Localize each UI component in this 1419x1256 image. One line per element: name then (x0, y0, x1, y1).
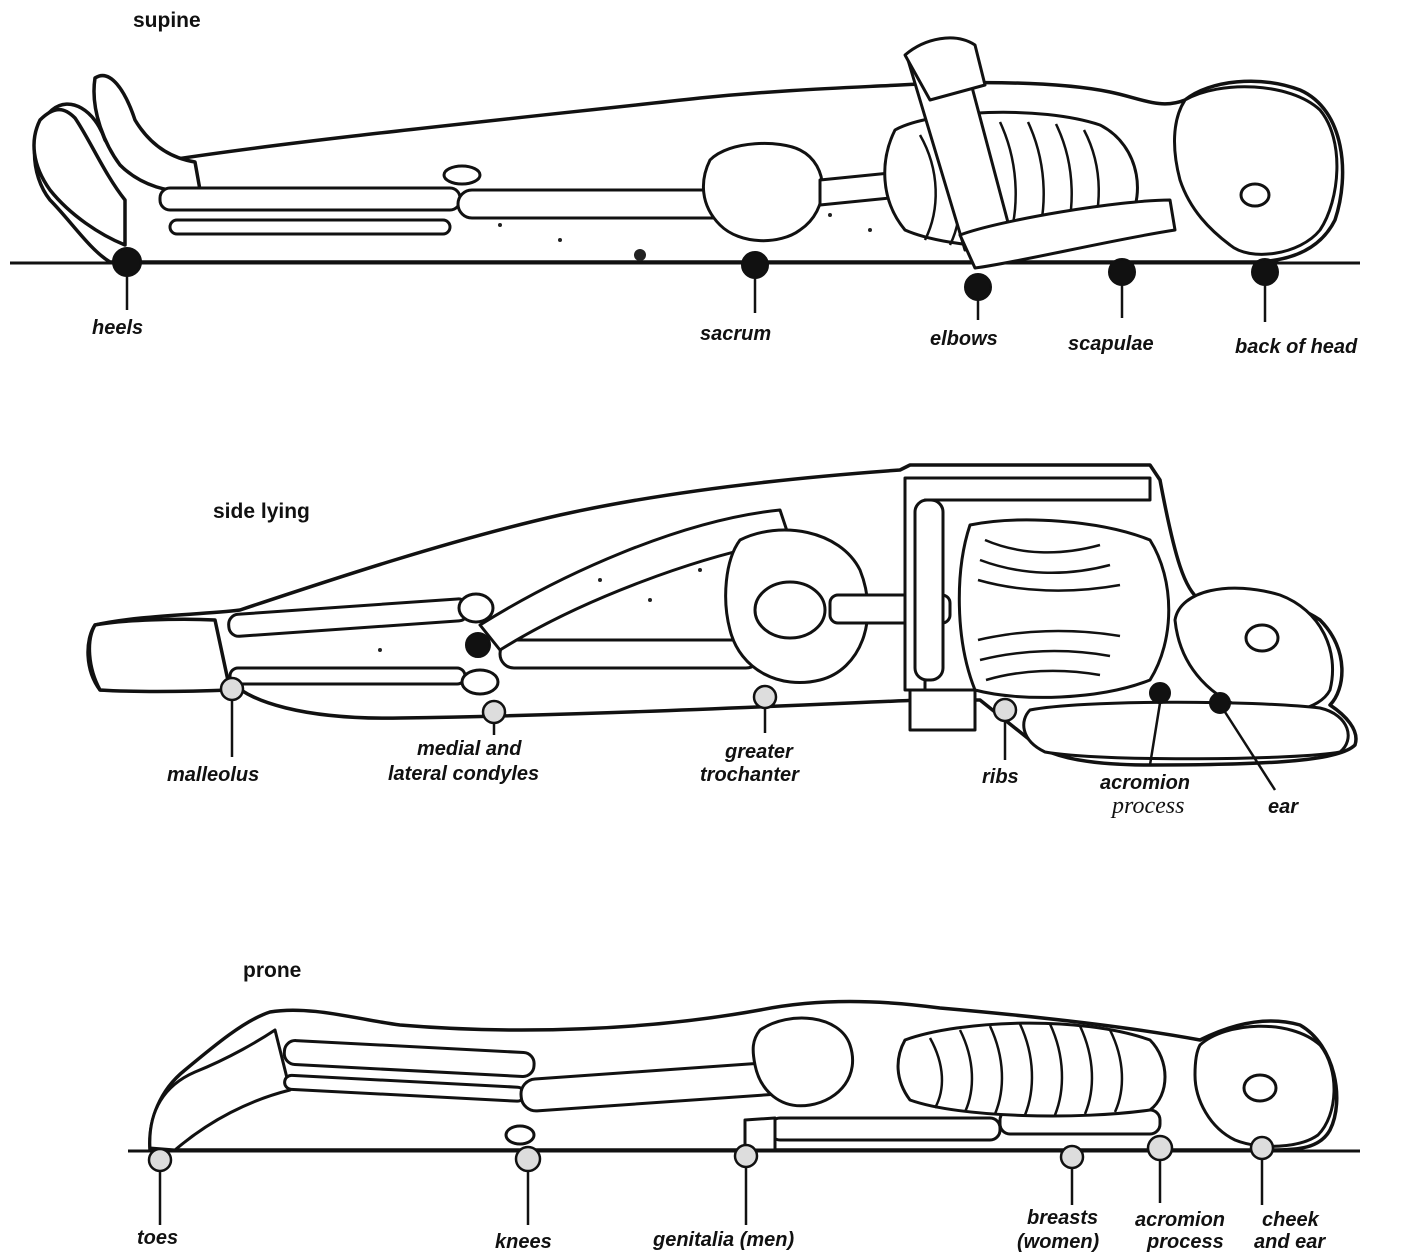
supine-tibia (160, 188, 460, 210)
prone-label-acromion-line1: acromion (1135, 1209, 1225, 1231)
prone-pelvis (753, 1018, 852, 1106)
side-lying-label-ribs: ribs (982, 766, 1019, 788)
side-lying-label-condyles-line1: medial and (417, 738, 522, 760)
prone-point-acromion (1148, 1136, 1172, 1160)
side-lying-label-trochanter-line2: trochanter (700, 764, 800, 786)
prone-panel: prone (128, 959, 1360, 1253)
prone-point-toes (149, 1149, 171, 1171)
supine-label-scapulae: scapulae (1068, 333, 1154, 355)
side-lying-point-condyles (483, 701, 505, 723)
side-lying-title: side lying (213, 500, 310, 523)
prone-figure (128, 1002, 1360, 1152)
prone-label-cheek-line2: and ear (1254, 1231, 1326, 1253)
supine-femur (458, 190, 728, 218)
supine-label-elbows: elbows (930, 328, 998, 350)
side-lying-point-ribs (994, 699, 1016, 721)
prone-patella (506, 1126, 534, 1144)
supine-label-heels: heels (92, 317, 143, 339)
side-lying-hand (910, 690, 975, 730)
prone-label-acromion-line2: process (1146, 1231, 1224, 1253)
side-lying-point-acromion (1150, 683, 1170, 703)
supine-pelvis (703, 143, 822, 240)
prone-point-cheek-ear (1251, 1137, 1273, 1159)
side-lying-point-greater-trochanter (754, 686, 776, 708)
prone-label-genitalia: genitalia (men) (652, 1229, 794, 1251)
side-lying-femur-lower (500, 640, 760, 668)
supine-panel: supine (10, 9, 1360, 358)
prone-title: prone (243, 959, 301, 982)
side-lying-pelvis-inner (755, 582, 825, 638)
supine-point-elbows (965, 274, 991, 300)
prone-label-toes: toes (137, 1227, 178, 1249)
supine-label-sacrum: sacrum (700, 323, 771, 345)
side-lying-knee-upper (459, 594, 493, 622)
side-lying-fibula (230, 668, 465, 684)
side-lying-label-malleolus: malleolus (167, 764, 259, 786)
side-lying-label-condyles-line2: lateral condyles (388, 763, 539, 785)
side-lying-label-trochanter-line1: greater (724, 741, 794, 763)
side-lying-label-acromion-line1: acromion (1100, 772, 1190, 794)
prone-label-knees: knees (495, 1231, 552, 1253)
supine-point-back-of-head (1252, 259, 1278, 285)
prone-label-breasts-line2: (women) (1017, 1231, 1100, 1253)
supine-title: supine (133, 9, 201, 32)
prone-point-breasts (1061, 1146, 1083, 1168)
prone-label-cheek-line1: cheek (1262, 1209, 1320, 1231)
supine-eye-socket (1241, 184, 1269, 206)
side-lying-ribcage (959, 520, 1168, 697)
side-lying-label-ear: ear (1268, 796, 1299, 818)
side-lying-lower-arm (1024, 702, 1348, 759)
prone-label-breasts-line1: breasts (1027, 1207, 1098, 1229)
side-lying-foot (89, 619, 230, 691)
supine-point-sacrum (742, 252, 768, 278)
supine-label-back-of-head: back of head (1235, 336, 1358, 358)
prone-eye-socket (1244, 1075, 1276, 1101)
side-lying-panel: side lying (88, 465, 1356, 819)
side-lying-point-ear (1210, 693, 1230, 713)
side-lying-knee-contact (466, 633, 490, 657)
supine-figure (10, 38, 1360, 268)
side-lying-eye-socket (1246, 625, 1278, 651)
supine-fibula (170, 220, 450, 234)
side-lying-humerus (915, 500, 943, 680)
prone-point-knees (516, 1147, 540, 1171)
side-lying-knee-lower (462, 670, 498, 694)
supine-point-scapulae (1109, 259, 1135, 285)
prone-forearm (770, 1118, 1000, 1140)
supine-point-heels (113, 248, 141, 276)
supine-patella (444, 166, 480, 184)
side-lying-label-acromion-line2: process (1110, 793, 1184, 819)
prone-point-genitalia (735, 1145, 757, 1167)
prone-ribcage (898, 1023, 1165, 1116)
side-lying-point-malleolus (221, 678, 243, 700)
